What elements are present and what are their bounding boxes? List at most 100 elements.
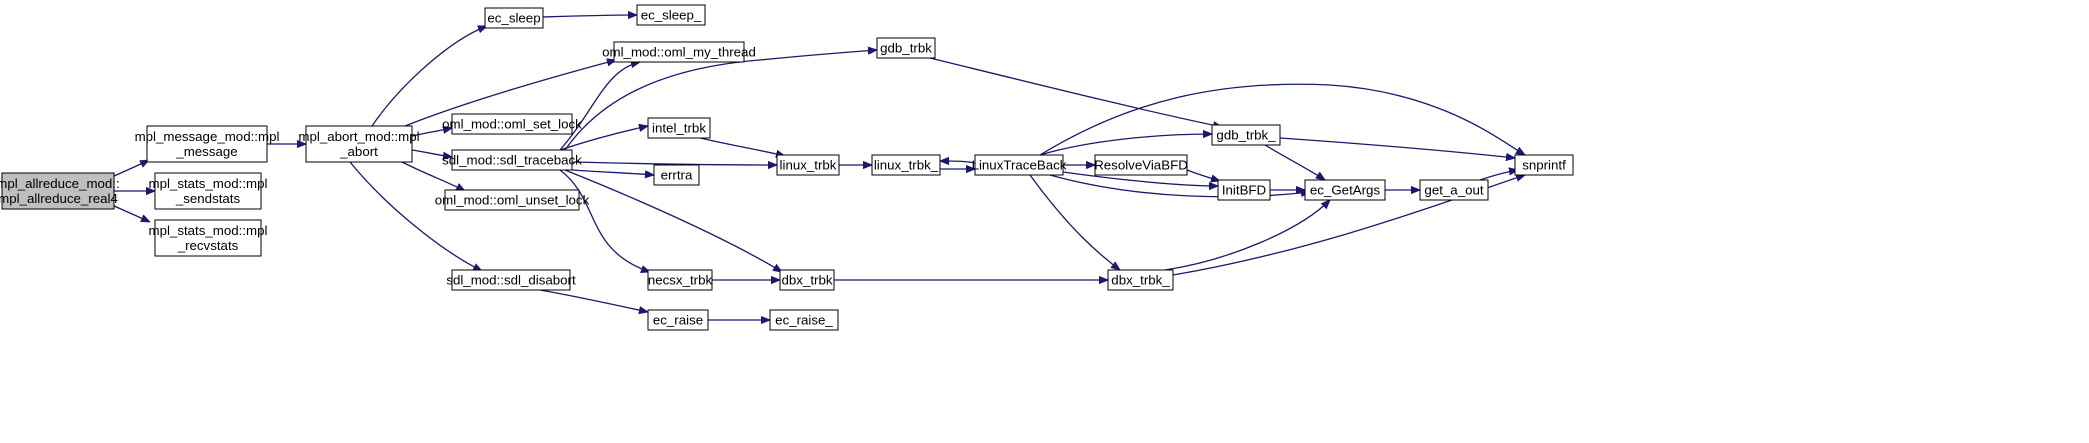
node-mpl-recvstats[interactable]: mpl_stats_mod::mpl_recvstats (149, 219, 268, 257)
node-label: dbx_trbk_ (1111, 273, 1170, 288)
node-intel-trbk[interactable]: intel_trbk (647, 117, 711, 139)
node-label: dbx_trbk (782, 273, 833, 288)
node-box (1, 172, 115, 210)
node-snprintf[interactable]: snprintf (1514, 154, 1574, 176)
edge-sdl_traceback-to-errtra (571, 169, 654, 175)
node-resolveviabfd[interactable]: ResolveViaBFD (1094, 154, 1188, 176)
node-label: LinuxTraceBack (972, 158, 1067, 173)
node-label: _message (175, 144, 237, 159)
node-box (647, 309, 709, 331)
edge-LinuxTraceBack-to-gdb_trbk_ (1039, 134, 1212, 156)
node-box (1217, 179, 1271, 201)
node-label: sdl_mod::sdl_traceback (442, 153, 582, 168)
node-box (653, 164, 700, 186)
edge-sdl_traceback-to-gdb_trbk (564, 50, 877, 151)
node-box (451, 149, 573, 171)
edge-dbx_trbk_-to-ec_GetArgs (1164, 200, 1330, 271)
node-mpl-message[interactable]: mpl_message_mod::mpl_message (135, 125, 280, 163)
node-label: mpl_abort_mod::mpl (298, 129, 419, 144)
node-mpl-sendstats[interactable]: mpl_stats_mod::mpl_sendstats (149, 172, 268, 210)
edge-LinuxTraceBack-to-dbx_trbk_ (1029, 174, 1120, 270)
node-linux-trbk-[interactable]: linux_trbk_ (871, 154, 941, 176)
edge-LinuxTraceBack-to-ec_GetArgs (1049, 174, 1310, 198)
node-ec-raise-[interactable]: ec_raise_ (769, 309, 839, 331)
edge-ec_sleep-to-ec_sleep_ (542, 15, 637, 17)
node-oml-my-thread[interactable]: oml_mod::oml_my_thread (602, 41, 756, 63)
edge-dbx_trbk_-to-snprintf (1172, 175, 1525, 276)
edge-ResolveViaBFD-to-InitBFD (1186, 169, 1220, 181)
node-label: errtra (661, 168, 693, 183)
node-dbx-trbk-[interactable]: dbx_trbk_ (1107, 269, 1174, 291)
edge-sdl_traceback-to-intel_trbk (559, 126, 648, 151)
node-linux-trbk[interactable]: linux_trbk (776, 154, 840, 176)
node-ec-raise[interactable]: ec_raise (647, 309, 709, 331)
node-box (1107, 269, 1174, 291)
node-label: oml_mod::oml_unset_lock (435, 193, 590, 208)
node-box (647, 117, 711, 139)
node-ec-sleep-[interactable]: ec_sleep_ (636, 4, 706, 26)
edges (111, 15, 1525, 320)
node-box (305, 125, 413, 163)
node-label: mpl_allreduce_mod:: (0, 176, 120, 191)
edge-sdl_traceback-to-necsx_trbk (559, 169, 650, 272)
node-box (647, 269, 713, 291)
node-box (451, 113, 573, 135)
node-box (779, 269, 835, 291)
node-box (451, 269, 571, 291)
node-label: mpl_stats_mod::mpl (149, 176, 268, 191)
node-box (1304, 179, 1386, 201)
node-box (876, 37, 936, 59)
node-label: _sendstats (175, 191, 241, 206)
edge-sdl_traceback-to-dbx_trbk (564, 169, 782, 272)
node-sdl-traceback[interactable]: sdl_mod::sdl_traceback (442, 149, 582, 171)
node-gdb-trbk[interactable]: gdb_trbk (876, 37, 936, 59)
node-get-a-out[interactable]: get_a_out (1419, 179, 1489, 201)
edge-get_a_out-to-snprintf (1479, 170, 1518, 181)
node-box (154, 219, 262, 257)
node-box (636, 4, 706, 26)
edge-LinuxTraceBack-to-InitBFD (1062, 171, 1218, 186)
node-label: ec_GetArgs (1310, 183, 1381, 198)
node-label: necsx_trbk (648, 273, 713, 288)
node-label: mpl_allreduce_real4 (0, 191, 118, 206)
node-root[interactable]: mpl_allreduce_mod::mpl_allreduce_real4 (0, 172, 120, 210)
edge-mpl_abort-to-oml_my_thread (404, 60, 616, 127)
edge-intel_trbk-to-linux_trbk (699, 137, 785, 156)
node-label: intel_trbk (652, 121, 706, 136)
node-linuxtraceback[interactable]: LinuxTraceBack (972, 154, 1067, 176)
node-sdl-disabort[interactable]: sdl_mod::sdl_disabort (446, 269, 576, 291)
node-label: ec_sleep_ (641, 8, 702, 23)
node-errtra[interactable]: errtra (653, 164, 700, 186)
node-ec-getargs[interactable]: ec_GetArgs (1304, 179, 1386, 201)
node-label: oml_mod::oml_my_thread (602, 45, 756, 60)
node-box (871, 154, 941, 176)
node-label: _recvstats (177, 238, 239, 253)
node-label: linux_trbk_ (874, 158, 939, 173)
node-necsx-trbk[interactable]: necsx_trbk (647, 269, 713, 291)
node-ec-sleep[interactable]: ec_sleep (484, 7, 544, 29)
node-box (146, 125, 268, 163)
node-box (1094, 154, 1188, 176)
node-initbfd[interactable]: InitBFD (1217, 179, 1271, 201)
node-mpl-abort[interactable]: mpl_abort_mod::mpl_abort (298, 125, 420, 163)
edge-LinuxTraceBack-to-linux_trbk_ (940, 161, 976, 163)
node-oml-unset-lock[interactable]: oml_mod::oml_unset_lock (435, 189, 590, 211)
node-oml-set-lock[interactable]: oml_mod::oml_set_lock (442, 113, 582, 135)
node-box (154, 172, 262, 210)
node-box (444, 189, 580, 211)
node-label: linux_trbk (780, 158, 837, 173)
edge-mpl_abort-to-sdl_disabort (349, 161, 482, 272)
edge-root-to-mpl_recvstats (111, 204, 150, 223)
edge-gdb_trbk_-to-snprintf (1279, 137, 1515, 158)
edge-mpl_abort-to-oml_unset_lock (401, 161, 465, 192)
node-box (1419, 179, 1489, 201)
node-gdb-trbk-[interactable]: gdb_trbk_ (1211, 124, 1281, 146)
edge-sdl_traceback-to-oml_my_thread (559, 62, 640, 151)
node-box (1211, 124, 1281, 146)
edge-gdb_trbk-to-gdb_trbk_ (929, 57, 1222, 127)
node-box (484, 7, 544, 29)
node-dbx-trbk[interactable]: dbx_trbk (779, 269, 835, 291)
node-label: InitBFD (1222, 183, 1266, 198)
node-label: ec_raise (653, 313, 703, 328)
